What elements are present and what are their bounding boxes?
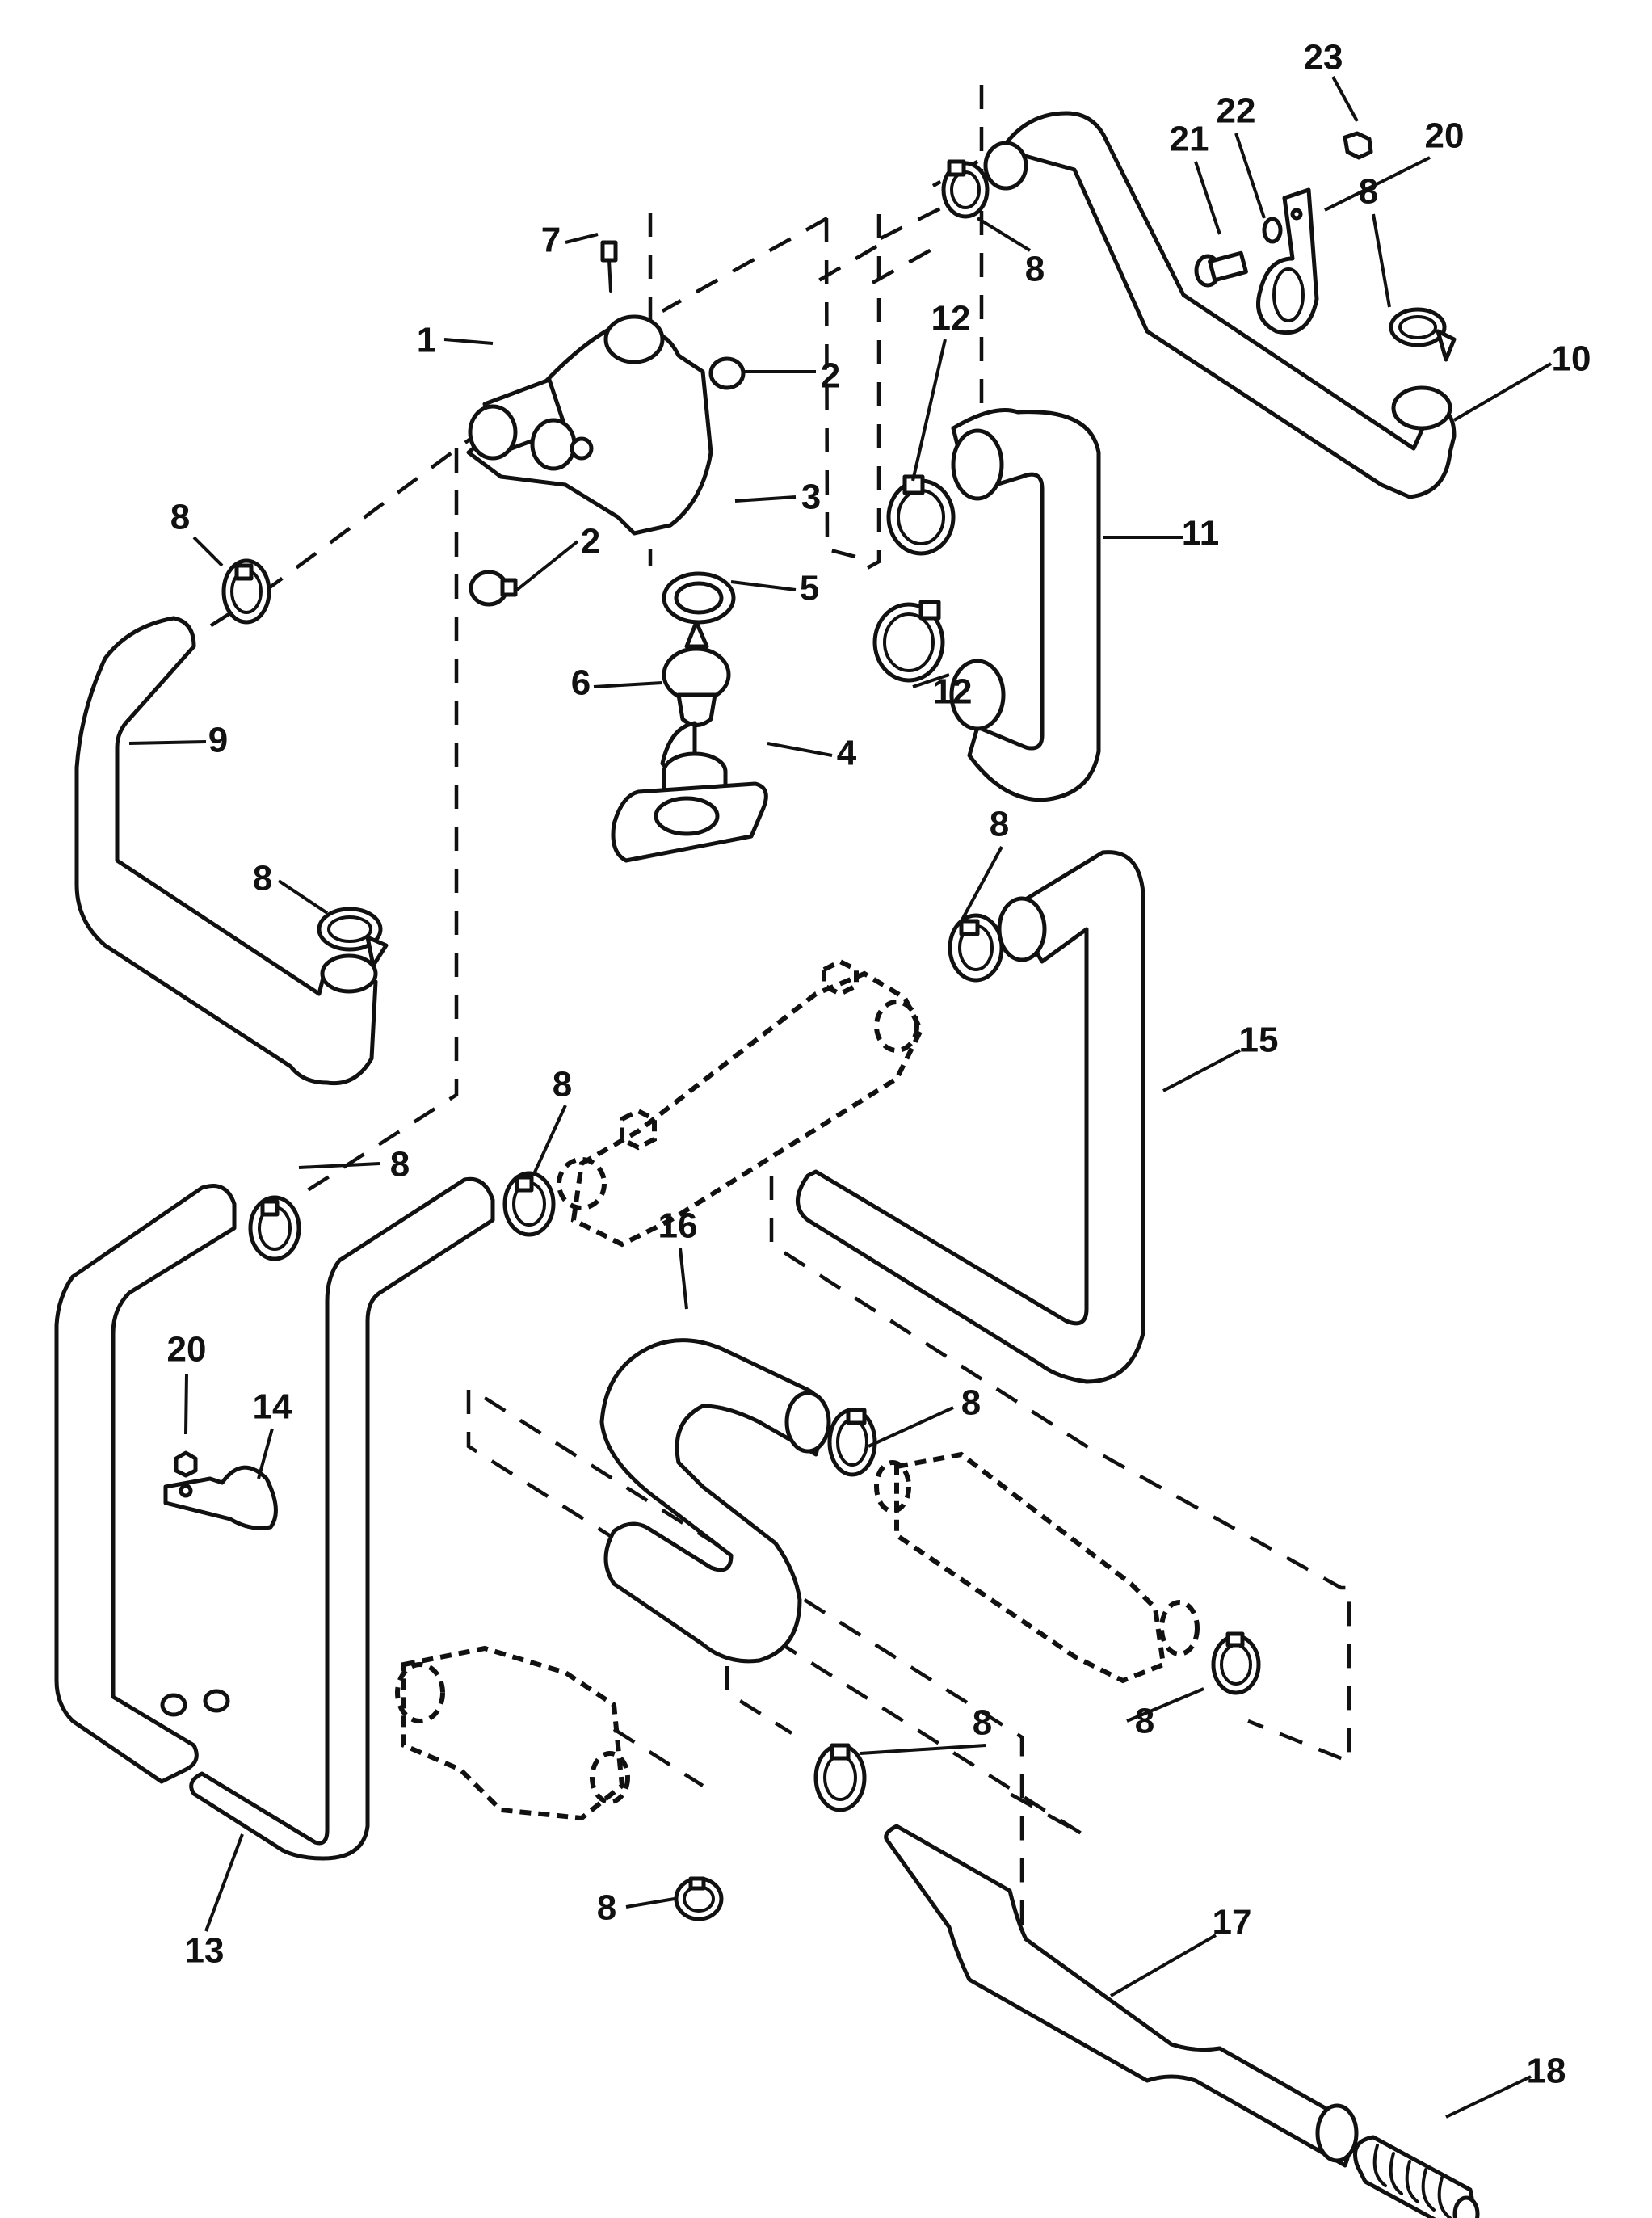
callout-3: 3	[801, 478, 821, 517]
hose-17	[884, 1824, 1359, 2168]
assembly-line	[661, 217, 878, 560]
callout-8: 8	[597, 1888, 616, 1928]
callout-10: 10	[1552, 339, 1591, 379]
callout-14: 14	[253, 1387, 292, 1427]
assembly-line	[769, 1176, 1351, 1765]
assembly-line	[297, 448, 459, 1197]
callout-16: 16	[658, 1206, 698, 1246]
hose-clamp	[1211, 1631, 1261, 1695]
callout-8: 8	[1135, 1702, 1154, 1741]
callout-13: 13	[185, 1931, 225, 1971]
callout-6: 6	[571, 663, 591, 703]
bolt	[1194, 250, 1248, 288]
heat-exchanger-upper	[557, 958, 924, 1248]
hose-16	[599, 1338, 831, 1664]
washer	[1262, 217, 1283, 244]
callout-5: 5	[800, 569, 819, 608]
callout-12: 12	[931, 299, 971, 339]
assembly-line	[863, 214, 881, 571]
callout-9: 9	[208, 721, 228, 760]
hose-clamp	[502, 1171, 556, 1237]
hose-bracket	[1256, 187, 1319, 335]
hose-clamp	[674, 1876, 724, 1921]
hose-clamp	[813, 1743, 867, 1812]
callout-23: 23	[1304, 38, 1343, 78]
callout-8: 8	[973, 1703, 992, 1743]
thermostat-housing	[466, 314, 713, 536]
callout-17: 17	[1213, 1903, 1252, 1942]
callout-7: 7	[541, 221, 561, 260]
callout-18: 18	[1527, 2052, 1566, 2091]
hose-bracket	[163, 1465, 278, 1530]
hose-13	[54, 1176, 495, 1861]
callout-8: 8	[1359, 172, 1378, 212]
assembly-line	[979, 85, 1011, 456]
hose-clamp	[221, 558, 271, 625]
gasket	[662, 571, 736, 625]
plug	[708, 356, 746, 390]
callout-8: 8	[170, 498, 190, 537]
water-pump	[395, 1645, 630, 1821]
hose-11	[949, 408, 1101, 802]
callout-labels: 23 22 21 20 8 8 10 7 1 2 2 3 5 6 4 12 12…	[167, 38, 1591, 2091]
callout-2: 2	[581, 522, 600, 562]
assembly-line	[871, 200, 955, 284]
hose-10	[983, 111, 1457, 499]
thermostat	[662, 620, 731, 727]
hose-clamp	[948, 913, 1004, 983]
callout-1: 1	[417, 321, 436, 360]
plug	[469, 570, 518, 607]
callout-8: 8	[961, 1383, 981, 1423]
nut	[174, 1450, 198, 1478]
callout-2: 2	[821, 356, 840, 396]
mounting-gasket	[611, 781, 768, 863]
callout-21: 21	[1170, 120, 1209, 159]
hose-15	[796, 850, 1145, 1384]
heat-exchanger-lower	[874, 1451, 1200, 1684]
hose-clamp	[872, 600, 945, 683]
callout-8: 8	[990, 805, 1009, 844]
callout-20: 20	[1425, 116, 1465, 156]
callout-8: 8	[1025, 250, 1045, 289]
callout-11: 11	[1182, 514, 1220, 553]
hose-clamp	[941, 159, 990, 219]
callout-20: 20	[167, 1330, 207, 1370]
hose-clamp	[827, 1408, 877, 1477]
callout-22: 22	[1217, 91, 1256, 131]
hose-clamp	[1389, 307, 1457, 362]
callout-15: 15	[1239, 1021, 1279, 1060]
hose-9	[74, 616, 378, 1086]
callout-4: 4	[837, 734, 857, 773]
assembly-line	[612, 1728, 704, 1787]
callout-12: 12	[933, 672, 973, 712]
assembly-line	[265, 427, 486, 591]
hose-clamp	[886, 474, 956, 556]
hose-clamp	[248, 1195, 301, 1261]
nut	[1343, 131, 1373, 160]
threaded-fitting	[1353, 2135, 1480, 2218]
hose-clamp	[317, 907, 389, 968]
callout-8: 8	[553, 1065, 572, 1105]
leader-lines	[128, 76, 1553, 2119]
bolt	[600, 240, 618, 293]
callout-8: 8	[253, 859, 272, 899]
callout-8: 8	[390, 1145, 410, 1185]
